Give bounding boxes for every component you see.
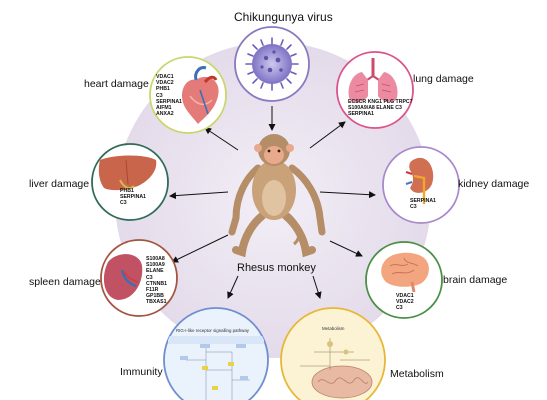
liver-icon [98, 155, 157, 191]
liver-gene-item: C3 [120, 200, 127, 207]
spleen-gene-item: CTNNB1 [146, 280, 168, 287]
spleen-icon [103, 254, 143, 300]
lung-damage-label: lung damage [413, 73, 474, 85]
spleen-gene-item: ELANE [146, 268, 164, 275]
arrow-to-immunity [227, 275, 239, 299]
arrows [169, 106, 376, 299]
immunity-pathway-graphic [168, 336, 264, 400]
immunity-node [163, 307, 269, 400]
spleen-gene-item: F11R [146, 287, 159, 294]
heart-gene-item: VDAC2 [156, 80, 174, 87]
arrow-to-heart [204, 127, 239, 151]
lung-gene-item: ECSCR KNG1 PLG TRPC7 [348, 99, 413, 105]
kidney-gene-item: C3 [410, 204, 417, 211]
brain-damage-label: brain damage [443, 274, 508, 286]
heart-gene-item: VDAC1 [156, 74, 174, 80]
brain-gene-item: VDAC1 [396, 293, 414, 299]
heart-gene-item: C3 [156, 92, 163, 99]
virus-label: Chikungunya virus [234, 10, 333, 24]
liver-damage-label: liver damage [29, 178, 90, 190]
spleen-gene-item: S100A8 [146, 256, 165, 262]
arrow-to-liver [169, 191, 229, 200]
heart-node [149, 56, 227, 134]
host-label: Rhesus monkey [237, 262, 316, 274]
spleen-gene-item: TBXAS1 [146, 299, 167, 306]
heart-icon [182, 66, 219, 124]
arrow-to-spleen [171, 234, 229, 263]
liver-gene-item: SERPINA1 [120, 194, 146, 201]
arrow-to-lung [309, 121, 346, 149]
virus-icon [245, 37, 299, 91]
brain-gene-item: VDAC2 [396, 299, 414, 306]
heart-damage-label: heart damage [84, 78, 149, 90]
lung-gene-item: S100A9/A8 ELANE C3 [348, 105, 402, 112]
spleen-node [100, 239, 178, 317]
brain-gene-item: C3 [396, 305, 403, 312]
rhesus-monkey-illustration [228, 134, 326, 258]
lung-icon [348, 58, 398, 103]
brain-icon [381, 252, 429, 293]
spleen-gene-item: S100A9 [146, 262, 165, 269]
metabolism-node [280, 307, 386, 400]
immunity-label: Immunity [120, 366, 163, 378]
arrow-to-kidney [319, 191, 376, 199]
arrow-to-brain [329, 240, 363, 257]
metabolism-panel-title: Metabolism [322, 326, 345, 331]
metabolism-mitochondria-graphic [300, 338, 373, 399]
liver-gene-item: PHB1 [120, 188, 134, 194]
lung-gene-item: SERPINA1 [348, 111, 374, 118]
kidney-gene-item: SERPINA1 [410, 198, 436, 204]
spleen-gene-item: GP1BB [146, 293, 164, 300]
heart-gene-item: SERPINA1 [156, 98, 182, 105]
arrow-to-metabolism [312, 275, 322, 299]
heart-gene-item: ANXA2 [156, 111, 174, 118]
metabolism-label: Metabolism [390, 368, 444, 380]
brain-node [365, 241, 443, 319]
kidney-node [382, 146, 460, 224]
kidney-icon [405, 157, 434, 204]
spleen-damage-label: spleen damage [29, 276, 101, 288]
immunity-panel-title: RIG-I-like receptor signalling pathway [176, 328, 249, 333]
heart-gene-item: AIFM1 [156, 105, 172, 112]
lung-node [336, 51, 414, 129]
virus-node [234, 26, 310, 102]
spleen-gene-item: C3 [146, 274, 153, 281]
liver-node [91, 143, 169, 221]
heart-gene-item: PHB1 [156, 86, 170, 93]
kidney-damage-label: kidney damage [458, 178, 530, 190]
